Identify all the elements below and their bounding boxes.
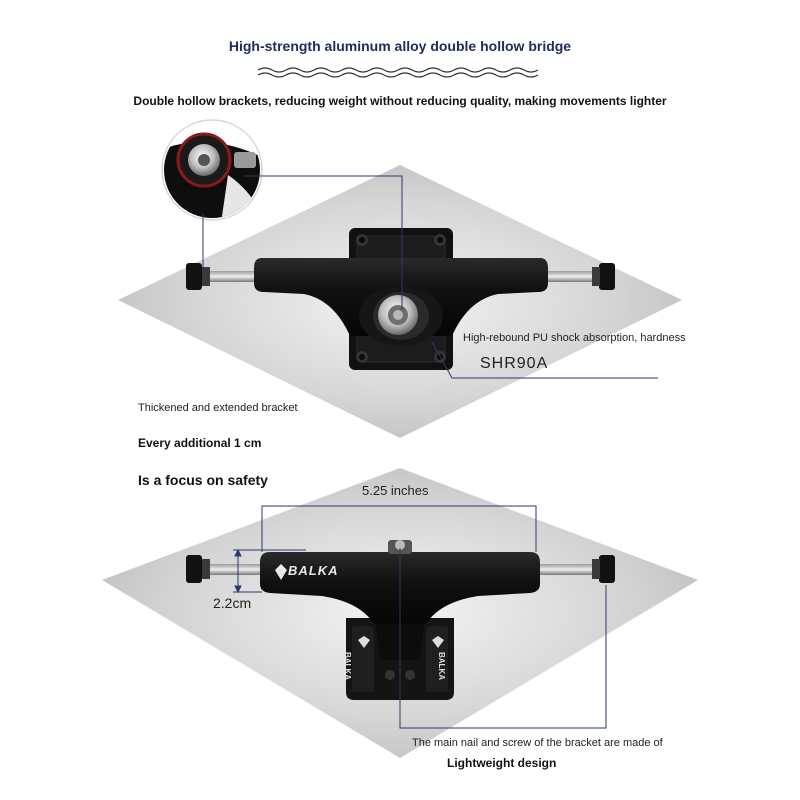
width-measurement: 5.25 inches	[362, 483, 429, 498]
skateboard-truck-top-image	[186, 228, 615, 370]
safety-label: Is a focus on safety	[138, 472, 268, 488]
height-measurement: 2.2cm	[213, 595, 252, 611]
baseplate-brand-left: BALKA	[343, 652, 352, 680]
hardness-code: SHR90A	[480, 355, 549, 372]
main-nail-label: The main nail and screw of the bracket a…	[412, 737, 663, 749]
wave-divider-icon	[258, 67, 539, 78]
lightweight-design-label: Lightweight design	[447, 756, 557, 770]
page-title: High-strength aluminum alloy double holl…	[228, 38, 572, 54]
every-additional-label: Every additional 1 cm	[138, 436, 262, 450]
brand-logo-text: BALKA	[288, 563, 339, 578]
top-guide-lines	[202, 175, 658, 379]
baseplate-brand-right: BALKA	[437, 652, 446, 680]
page-subtitle: Double hollow brackets, reducing weight …	[133, 94, 667, 108]
shock-absorption-label: High-rebound PU shock absorption, hardne…	[463, 332, 686, 344]
bracket-label: Thickened and extended bracket	[138, 402, 298, 414]
kingpin-zoom-image	[161, 119, 263, 221]
bottom-guide-lines	[233, 505, 607, 729]
